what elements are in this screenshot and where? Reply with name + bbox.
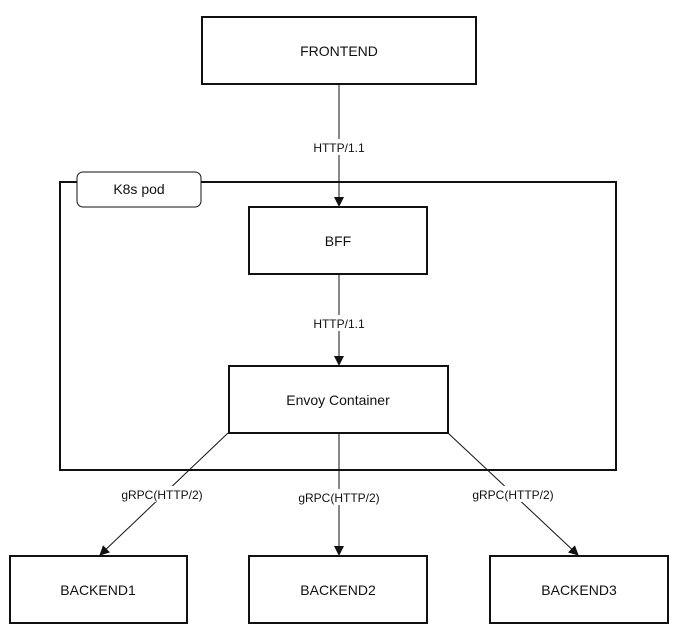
node-frontend: FRONTEND — [201, 16, 477, 85]
k8s-pod-container — [59, 181, 617, 471]
node-backend2-label: BACKEND2 — [300, 582, 376, 598]
node-envoy-label: Envoy Container — [286, 392, 390, 408]
edge-label-envoy-backend1: gRPC(HTTP/2) — [121, 488, 202, 502]
node-backend3-label: BACKEND3 — [541, 582, 617, 598]
edge-label-bff-envoy: HTTP/1.1 — [313, 317, 365, 331]
node-backend1-label: BACKEND1 — [60, 582, 136, 598]
node-backend3: BACKEND3 — [489, 555, 669, 624]
node-backend2: BACKEND2 — [248, 555, 428, 624]
edge-label-envoy-backend3: gRPC(HTTP/2) — [472, 488, 553, 502]
k8s-pod-label: K8s pod — [113, 181, 164, 197]
edge-label-frontend-bff: HTTP/1.1 — [313, 141, 365, 155]
node-envoy-container: Envoy Container — [228, 365, 449, 434]
node-bff-label: BFF — [325, 233, 351, 249]
node-backend1: BACKEND1 — [9, 555, 188, 624]
node-frontend-label: FRONTEND — [300, 43, 378, 59]
k8s-pod-tag: K8s pod — [76, 171, 202, 208]
node-bff: BFF — [248, 206, 428, 275]
edge-label-envoy-backend2: gRPC(HTTP/2) — [298, 491, 379, 505]
